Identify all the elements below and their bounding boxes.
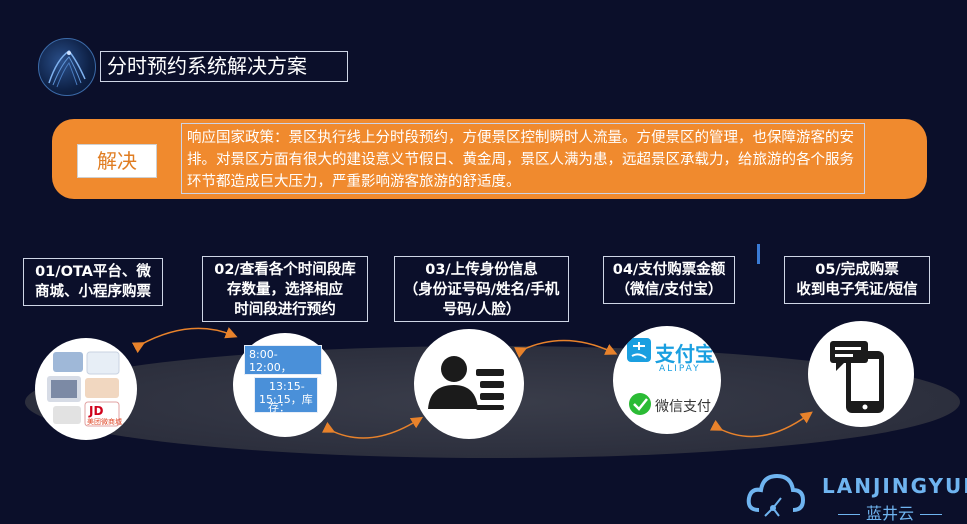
meituan-label: 美团	[87, 418, 101, 426]
step-2-box: 02/查看各个时间段库 存数量，选择相应 时间段进行预约	[202, 256, 368, 322]
step-1-line1: 01/OTA平台、微	[35, 264, 151, 280]
solution-description: 响应国家政策：景区执行线上分时段预约，方便景区控制瞬时人流量。方便景区的管理，也…	[181, 123, 865, 194]
arrow-4-5	[709, 411, 813, 438]
step-1-line2: 商城、小程序购票	[35, 284, 151, 300]
brand-name-cn-wrap: 蓝井云	[820, 500, 960, 524]
step-5-line1: 05/完成购票	[815, 262, 899, 278]
brand-name-en: LANJINGYUN	[822, 474, 967, 498]
step-3-box: 03/上传身份信息 （身份证号码/姓名/手机 号码/人脸）	[394, 256, 569, 322]
arrow-1-2	[131, 327, 238, 354]
step-4-box: 04/支付购票金额 （微信/支付宝）	[603, 256, 735, 304]
step-4-circle: 支付宝 ALIPAY 微信支付	[613, 326, 721, 434]
step-3-line3: 号码/人脸）	[442, 302, 521, 318]
alipay-en-label: ALIPAY	[659, 364, 701, 374]
phone-message-icon	[830, 341, 884, 413]
timeslot-2: 13:15- 15:15，库	[254, 377, 318, 413]
wechat-pay-label: 微信支付	[655, 399, 711, 415]
timeslot-2-time: 13:15-	[269, 380, 305, 393]
brand-divider-right	[920, 514, 942, 515]
step-3-line1: 03/上传身份信息	[425, 262, 538, 278]
jd-label: JD	[89, 404, 104, 418]
timeslot-2-time2: 15:15，库	[259, 393, 313, 406]
page-title: 分时预约系统解决方案	[100, 51, 348, 82]
step-2-line1: 02/查看各个时间段库	[214, 262, 356, 278]
arrow-2-3	[321, 416, 424, 439]
step-5-box: 05/完成购票 收到电子凭证/短信	[784, 256, 930, 304]
logo-globe-icon	[38, 38, 96, 96]
step-3-line2: （身份证号码/姓名/手机	[403, 282, 560, 298]
cloud-logo-icon	[746, 473, 806, 517]
payment-icons	[627, 338, 651, 415]
id-card-icon	[428, 356, 504, 410]
step-1-circle: JD 美团 微商城	[35, 338, 137, 440]
step-2-line2: 存数量，选择相应	[227, 282, 343, 298]
solution-banner	[52, 119, 927, 199]
timeslot-2-stock: 存：1000	[268, 401, 296, 427]
wechat-mall-label: 微商城	[101, 418, 122, 426]
step-4-line2: （微信/支付宝）	[615, 282, 723, 298]
step-3-circle	[414, 329, 524, 439]
alipay-cn-label: 支付宝	[655, 342, 715, 366]
step-4-line1: 04/支付购票金额	[612, 262, 726, 278]
cursor-mark	[757, 244, 760, 264]
step-5-circle	[808, 321, 914, 427]
solution-tag: 解决	[77, 144, 157, 178]
step-1-box: 01/OTA平台、微 商城、小程序购票	[23, 258, 163, 306]
brand-name-cn: 蓝井云	[865, 504, 914, 523]
brand-divider-left	[837, 514, 860, 515]
step-2-line3: 时间段进行预约	[234, 302, 336, 318]
phone-apps-icon	[47, 351, 120, 427]
step-5-line2: 收到电子凭证/短信	[796, 282, 918, 298]
timeslot-1-time: 8:00-12:00，	[249, 348, 292, 374]
arrow-3-4	[514, 339, 618, 358]
wechat-pay-icon	[629, 393, 651, 415]
